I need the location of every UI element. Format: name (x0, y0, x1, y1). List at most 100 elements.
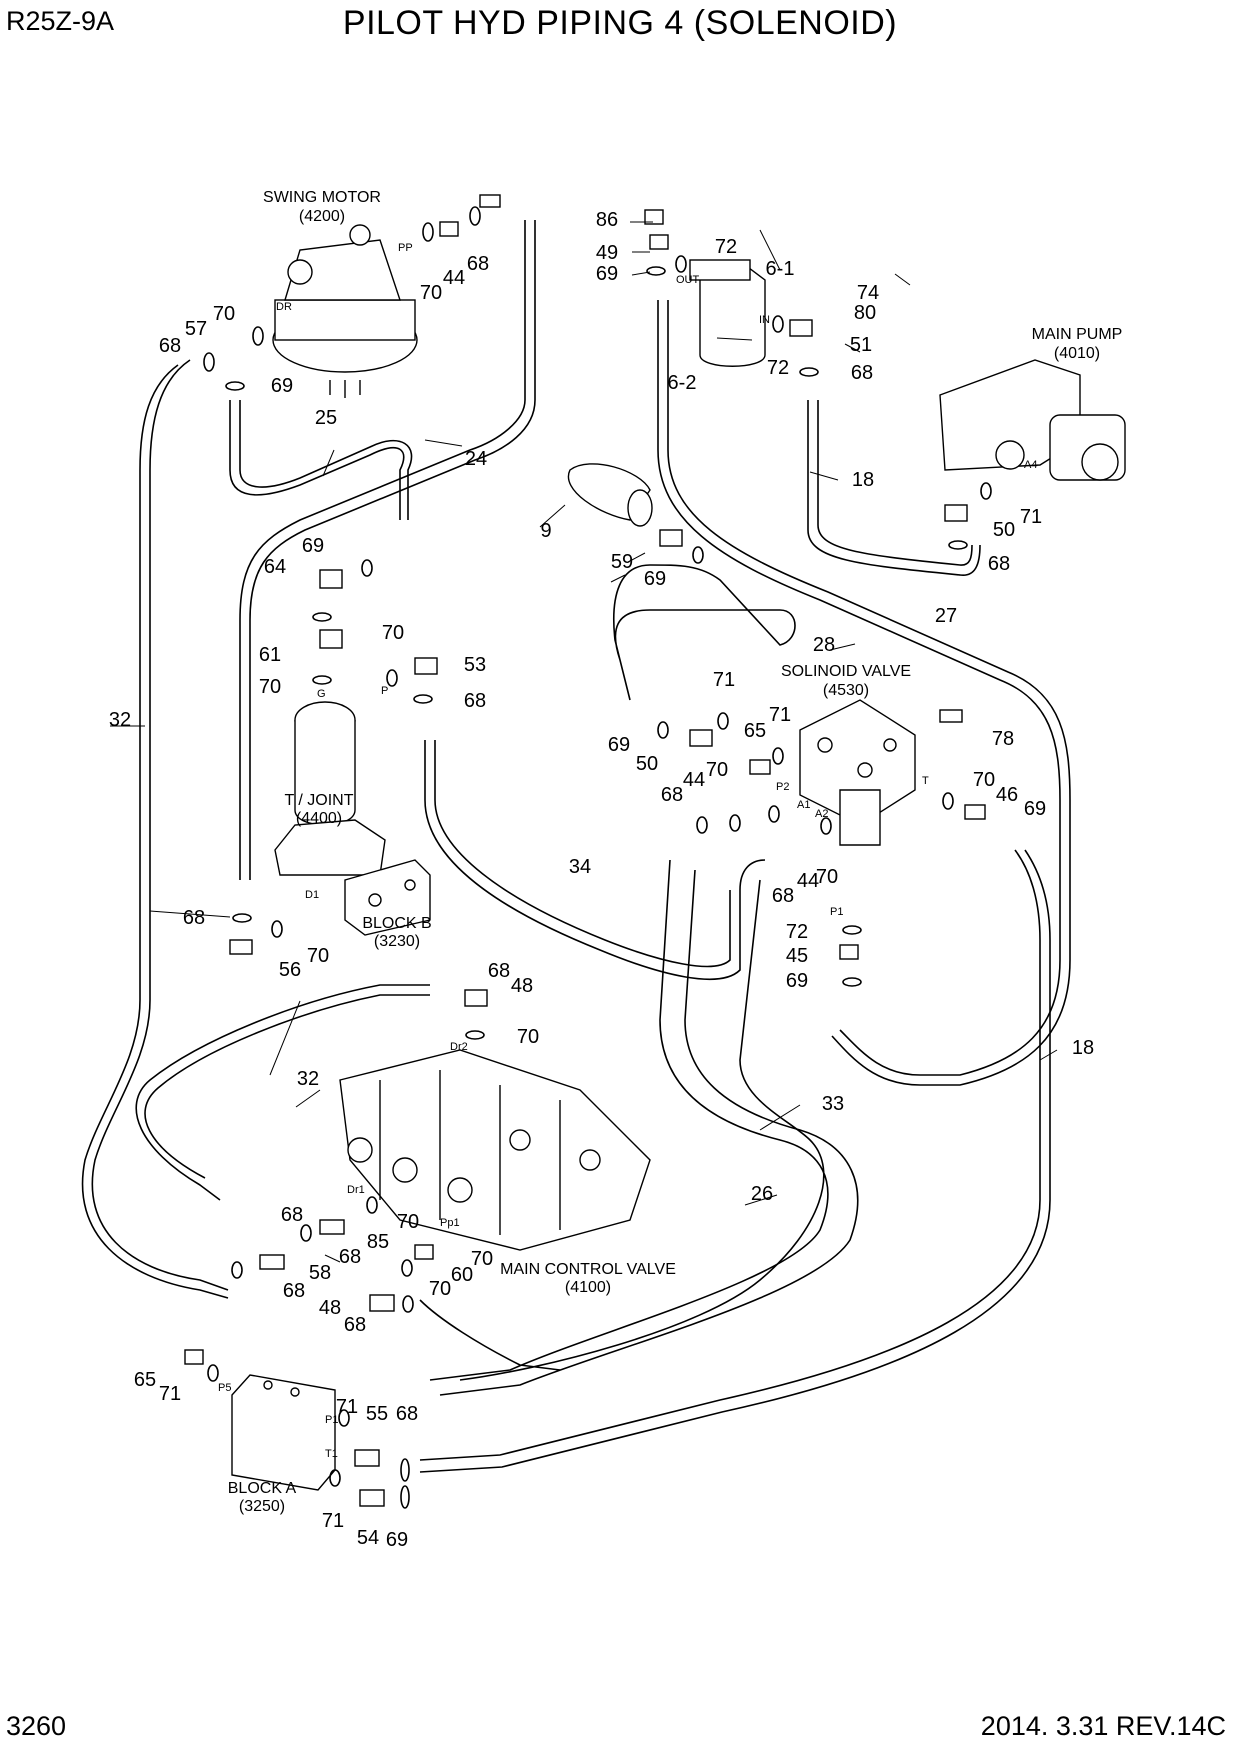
part-number: 54 (357, 1527, 379, 1549)
part-number: 28 (813, 634, 835, 656)
part-number-labels: 86 72 49 69 6-1 74 80 51 68 72 6-2 18 70… (109, 209, 1094, 1551)
port-label: DR (276, 301, 292, 313)
hose-34 (424, 740, 766, 981)
part-number: 69 (271, 375, 293, 397)
part-number: 70 (307, 945, 329, 967)
port-label: P5 (218, 1382, 231, 1394)
port-label: D1 (305, 889, 319, 901)
o-rings (203, 206, 992, 1509)
part-number: 26 (751, 1183, 773, 1205)
part-number: 18 (852, 469, 874, 491)
turning-joint-body (274, 701, 386, 876)
page-number: 3260 (6, 1711, 67, 1741)
part-number: 44 (683, 769, 705, 791)
part-number: 34 (569, 856, 591, 878)
part-number: 64 (264, 556, 286, 578)
part-number: 71 (336, 1396, 358, 1418)
part-number: 70 (471, 1248, 493, 1270)
hoses (81, 220, 1071, 1473)
part-number: 68 (467, 253, 489, 275)
port-label: Dr1 (347, 1184, 365, 1196)
mcv-label: MAIN CONTROL VALVE (500, 1261, 676, 1278)
components (184, 194, 1126, 1509)
part-number: 69 (596, 263, 618, 285)
port-label: T1 (325, 1448, 338, 1460)
hose-25 (229, 400, 405, 520)
part-number: 6-2 (668, 372, 697, 394)
port-label: P2 (776, 781, 789, 793)
port-label: PP (398, 242, 413, 254)
part-number: 45 (786, 945, 808, 967)
port-label: T (922, 775, 929, 787)
turning-joint-code: (4400) (296, 810, 342, 827)
filter-body (689, 259, 766, 367)
part-number: 65 (134, 1369, 156, 1391)
part-number: 74 (857, 282, 879, 304)
block-a-code: (3250) (239, 1498, 285, 1515)
part-number: 6-1 (766, 258, 795, 280)
part-number: 71 (713, 669, 735, 691)
part-number: 58 (309, 1262, 331, 1284)
port-label: P1 (830, 906, 843, 918)
hose-26 (459, 879, 825, 1381)
fittings (184, 194, 986, 1507)
swing-motor-label: SWING MOTOR (263, 189, 381, 206)
part-number: 69 (386, 1529, 408, 1551)
part-number: 69 (302, 535, 324, 557)
part-number: 59 (611, 551, 633, 573)
revision-date: 2014. 3.31 REV.14C (980, 1711, 1226, 1741)
part-number: 25 (315, 407, 337, 429)
part-number: 80 (854, 302, 876, 324)
main-pump-body (939, 359, 1126, 481)
part-number: 70 (397, 1211, 419, 1233)
part-number: 32 (109, 709, 131, 731)
part-number: 71 (769, 704, 791, 726)
part-number: 70 (382, 622, 404, 644)
hose-24-b (249, 220, 536, 880)
port-label: A1 (797, 799, 810, 811)
hose-32-mid (135, 984, 430, 1201)
part-number: 69 (1024, 798, 1046, 820)
block-a-label: BLOCK A (228, 1480, 297, 1497)
port-label: P (381, 685, 388, 697)
part-number: 72 (786, 921, 808, 943)
hose-mcv-bottom (419, 1299, 561, 1371)
hose-25-b (239, 400, 413, 520)
block-a-body (231, 1374, 336, 1491)
part-number: 57 (185, 318, 207, 340)
part-number: 50 (636, 753, 658, 775)
part-number: 44 (443, 267, 465, 289)
mcv-code: (4100) (565, 1279, 611, 1296)
block-b-label: BLOCK B (362, 915, 431, 932)
part-number: 24 (465, 448, 487, 470)
solenoid-valve-body (799, 699, 916, 846)
port-label: Dr2 (450, 1041, 468, 1053)
part-number: 61 (259, 644, 281, 666)
part-number: 48 (319, 1297, 341, 1319)
hose-18-right-b (419, 849, 1051, 1473)
port-label: G (317, 688, 326, 700)
hose-34-b (434, 740, 731, 968)
block-b-body (344, 859, 431, 936)
hose-32-left-b (81, 364, 229, 1299)
part-number: 72 (715, 236, 737, 258)
part-number: 71 (322, 1510, 344, 1532)
page-title: PILOT HYD PIPING 4 (SOLENOID) (342, 4, 898, 42)
port-label: A2 (815, 808, 828, 820)
part-number: 60 (451, 1264, 473, 1286)
part-number: 33 (822, 1093, 844, 1115)
part-number: 44 (797, 870, 819, 892)
part-number: 68 (344, 1314, 366, 1336)
port-label: IN (759, 314, 770, 326)
hose-18-pump (807, 400, 981, 576)
part-number: 72 (767, 357, 789, 379)
part-number: 68 (488, 960, 510, 982)
port-label: A4 (1024, 459, 1037, 471)
part-number: 32 (297, 1068, 319, 1090)
part-number: 68 (283, 1280, 305, 1302)
port-label: P1 (325, 1414, 338, 1426)
model-number: R25Z-9A (6, 6, 115, 36)
leader-lines (110, 221, 1058, 1263)
part-number: 68 (396, 1403, 418, 1425)
